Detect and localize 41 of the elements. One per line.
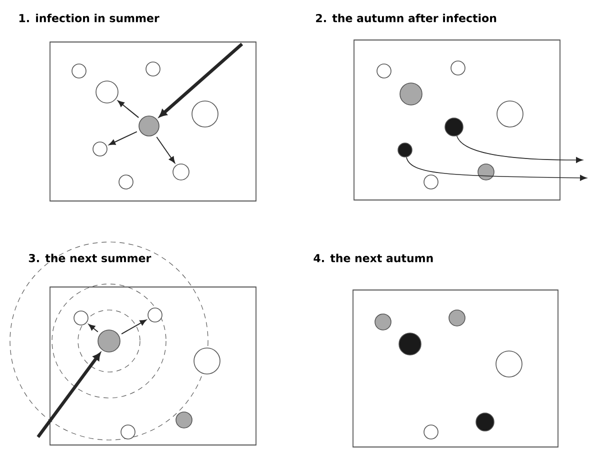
infected-tree-circle — [98, 330, 120, 352]
infected-tree-circle — [478, 164, 494, 180]
tree-circle — [120, 424, 136, 440]
tree-circle — [146, 62, 160, 76]
tree-circle — [496, 350, 522, 378]
panel-heading: 2. the autumn after infection — [316, 14, 496, 22]
diseased-tree-circle — [398, 332, 422, 356]
arrow — [121, 320, 147, 334]
tree-circle — [496, 100, 524, 128]
infected-tree-circle — [374, 314, 392, 330]
arrow — [36, 352, 101, 438]
infected-tree-circle — [176, 412, 192, 428]
tree-circle — [450, 60, 466, 76]
arrow — [88, 324, 98, 332]
tree-circle — [376, 64, 392, 78]
arrow — [118, 100, 140, 118]
diseased-tree-circle — [476, 412, 494, 432]
arrow — [456, 136, 583, 163]
arrow — [156, 136, 176, 164]
tree-circle — [148, 308, 162, 322]
infected-tree-circle — [448, 310, 466, 326]
tree-circle — [194, 348, 220, 374]
tree-circle — [424, 174, 438, 190]
tree-circle — [424, 424, 438, 440]
panel-heading: 4. the next autumn — [314, 254, 433, 262]
tree-circle — [192, 100, 218, 128]
tree-circle — [96, 80, 118, 104]
panel-heading: 1. infection in summer — [19, 14, 160, 22]
tree-circle — [92, 142, 108, 156]
diseased-tree-circle — [398, 142, 412, 158]
tree-circle — [172, 164, 190, 180]
arrow — [159, 42, 244, 118]
panel-heading: 3. the next summer — [28, 254, 152, 262]
diseased-tree-circle — [444, 118, 464, 136]
arrow — [406, 156, 587, 181]
infected-tree-circle — [138, 116, 160, 136]
arrow — [108, 131, 138, 146]
tree-circle — [74, 310, 88, 326]
infected-tree-circle — [400, 82, 422, 106]
tree-circle — [118, 174, 134, 190]
tree-circle — [72, 64, 86, 78]
